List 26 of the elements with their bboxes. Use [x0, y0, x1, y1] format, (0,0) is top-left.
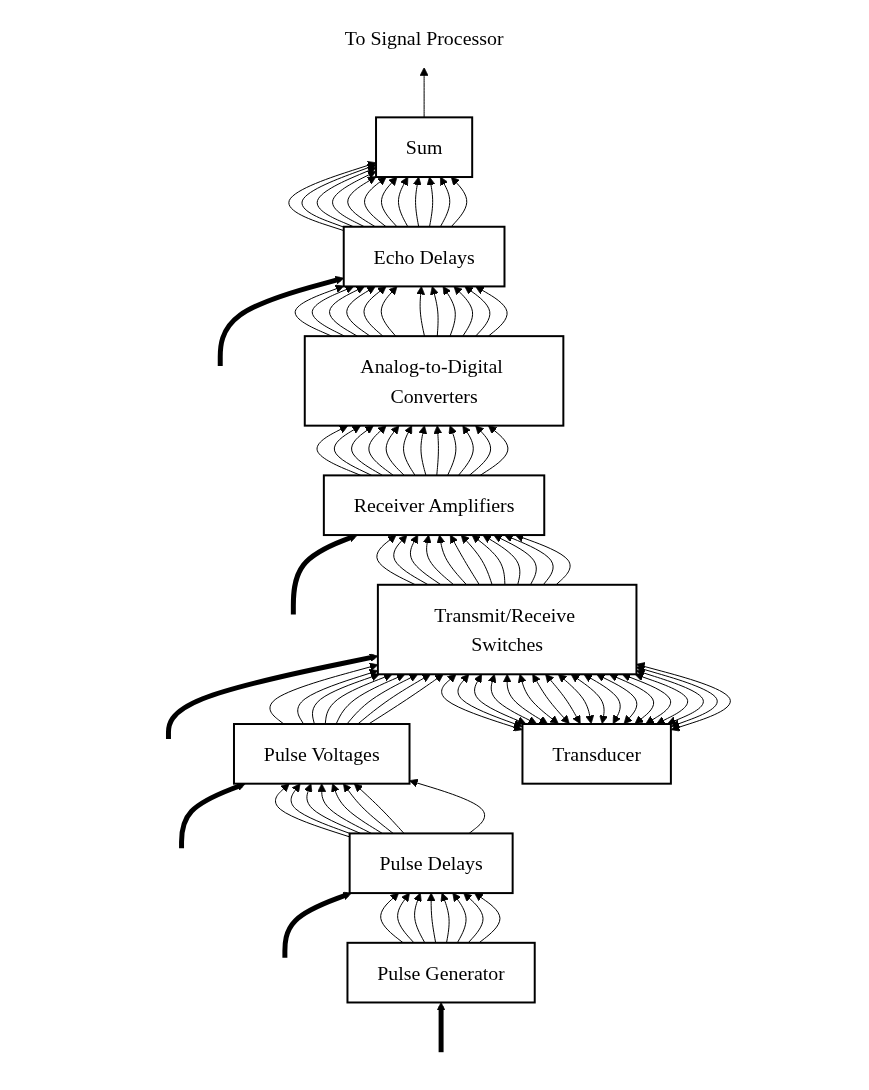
node-box: Pulse Voltages: [233, 723, 411, 785]
arrow: [294, 284, 345, 337]
node-box: Transmit/Receive Switches: [376, 583, 638, 676]
arrow: [179, 782, 246, 849]
arrow: [634, 672, 689, 725]
arrow: [433, 425, 443, 476]
node-box: Pulse Delays: [348, 832, 514, 895]
arrow: [398, 176, 409, 228]
arrow: [282, 891, 352, 958]
node-box: Echo Delays: [342, 225, 506, 288]
arrow: [353, 783, 405, 834]
arrow: [217, 275, 345, 366]
arrow: [436, 1002, 446, 1053]
arrow: [426, 892, 437, 944]
node-box: Receiver Amplifiers: [322, 474, 546, 537]
node-box: Sum: [375, 116, 474, 179]
arrow: [422, 534, 455, 586]
node-box: Analog-to-Digital Converters: [303, 335, 565, 427]
node-text: To Signal Processor: [344, 26, 504, 49]
arrow: [351, 425, 383, 476]
node-box: Pulse Generator: [346, 941, 536, 1004]
arrow: [570, 673, 608, 724]
node-box: Transducer: [521, 723, 672, 785]
arrow: [335, 673, 406, 725]
arrow: [442, 286, 456, 337]
arrow: [357, 673, 431, 725]
